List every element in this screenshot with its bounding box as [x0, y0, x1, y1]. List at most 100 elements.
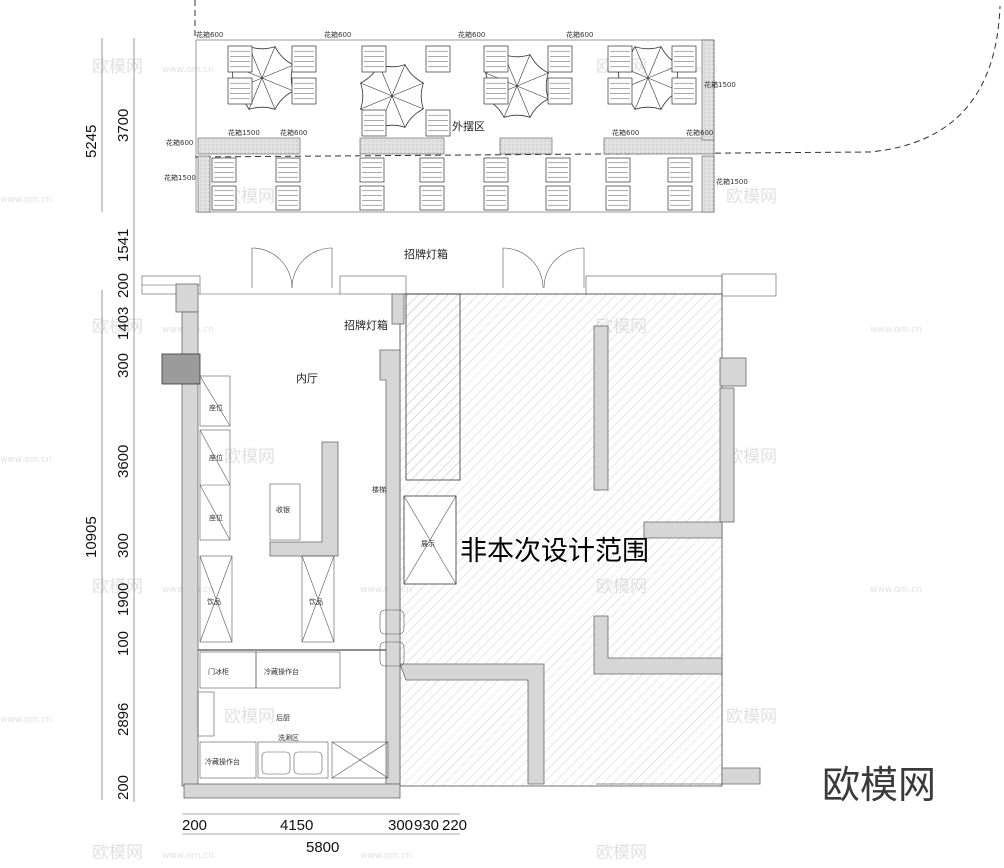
watermark: 欧模网 — [92, 843, 143, 863]
chair-icon — [425, 45, 451, 73]
watermark-url: www.om.cn — [870, 325, 922, 335]
outdoor-chairs — [211, 45, 697, 211]
watermark-url: www.om.cn — [0, 715, 52, 725]
stairs-label: 楼梯 — [372, 485, 386, 494]
watermark: 欧模网 — [726, 187, 777, 207]
planter-label: 花箱600 — [612, 128, 639, 137]
chair-icon — [545, 157, 571, 183]
chair-icon — [671, 77, 697, 105]
drinks-left-label: 饮品 — [207, 597, 221, 606]
dim-left-inner: 3600 — [115, 445, 132, 478]
dim-left-inner: 1541 — [115, 229, 132, 262]
planter-label: 花箱600 — [280, 128, 307, 137]
dim-left-outer: 10905 — [83, 516, 100, 558]
dim-left-inner: 2896 — [115, 703, 132, 736]
dim-left-inner: 200 — [115, 775, 132, 800]
non-design-area-label: 非本次设计范围 — [460, 536, 649, 567]
chair-icon — [227, 45, 253, 73]
cashier-label: 收银 — [276, 505, 290, 514]
chair-icon — [483, 185, 509, 211]
planter-label: 花箱600 — [166, 138, 193, 147]
chair-icon — [605, 185, 631, 211]
watermark: 欧模网 — [596, 843, 647, 863]
display-label: 展示 — [421, 540, 435, 548]
chair-icon — [545, 185, 571, 211]
watermark: 欧模网 — [726, 447, 777, 467]
chair-icon — [227, 77, 253, 105]
chair-icon — [211, 157, 237, 183]
dim-bottom: 200 — [182, 817, 207, 834]
logo: 欧模网 — [822, 763, 936, 807]
chair-icon — [359, 185, 385, 211]
watermark-url: www.om.cn — [870, 585, 922, 595]
dimension-lines — [101, 38, 460, 835]
chair-icon — [605, 157, 631, 183]
chair-icon — [483, 45, 509, 73]
non-design-area — [399, 293, 761, 787]
watermark-url: www.om.cn — [360, 851, 412, 861]
chair-icon — [419, 185, 445, 211]
dim-bottom: 220 — [442, 817, 467, 834]
planter-label: 花箱600 — [686, 128, 713, 137]
dim-left-inner: 3700 — [115, 109, 132, 142]
watermark: 欧模网 — [92, 317, 143, 337]
sign-box-label-top: 招牌灯箱 — [404, 247, 448, 261]
dim-left-inner: 1900 — [115, 583, 132, 616]
chair-icon — [425, 109, 451, 137]
chair-icon — [359, 157, 385, 183]
sign-box-label-inner: 招牌灯箱 — [344, 318, 388, 332]
drinks-right-label: 饮品 — [309, 597, 323, 606]
chair-icon — [291, 45, 317, 73]
property-boundary — [194, 5, 1001, 158]
outdoor-area-label: 外摆区 — [452, 119, 485, 133]
dim-left-inner: 300 — [115, 353, 132, 378]
interior-walls — [161, 283, 405, 799]
dim-left-inner: 200 — [115, 273, 132, 298]
planter-label: 花箱1500 — [716, 177, 748, 186]
dim-left-inner: 100 — [115, 631, 132, 656]
watermark: 欧模网 — [224, 187, 275, 207]
planter-label: 花箱600 — [196, 30, 223, 39]
planter-label: 花箱1500 — [164, 173, 196, 182]
chair-icon — [667, 157, 693, 183]
dim-left-outer: 5245 — [83, 125, 100, 158]
back-kitchen-label: 后厨 — [276, 713, 290, 722]
outdoor-area — [195, 39, 715, 213]
watermark-url: www.om.cn — [0, 195, 52, 205]
chair-icon — [211, 185, 237, 211]
chair-icon — [275, 157, 301, 183]
seat-label: 座位 — [209, 403, 223, 412]
inner-hall-label: 内厅 — [296, 371, 318, 385]
chair-icon — [361, 109, 387, 137]
cold-station-bottom-label: 冷藏操作台 — [205, 757, 240, 766]
chair-icon — [547, 77, 573, 105]
watermark: 欧模网 — [224, 707, 275, 727]
chair-icon — [607, 45, 633, 73]
seat-label: 座位 — [209, 513, 223, 522]
planter-label: 花箱600 — [324, 30, 351, 39]
chair-icon — [671, 45, 697, 73]
planter-label: 花箱1500 — [228, 128, 260, 137]
watermark: 欧模网 — [92, 57, 143, 77]
cold-station-label: 冷藏操作台 — [264, 667, 299, 676]
watermark: 欧模网 — [224, 447, 275, 467]
dimension-labels: 5245 10905 3700 1541 200 1403 300 3600 3… — [83, 109, 467, 856]
watermark: 欧模网 — [726, 707, 777, 727]
watermark: 欧模网 — [92, 577, 143, 597]
facade — [141, 247, 777, 297]
chair-icon — [483, 77, 509, 105]
washing-area-label: 洗涮区 — [278, 733, 299, 742]
dim-bottom: 300 — [388, 817, 413, 834]
planter-label: 花箱1500 — [704, 80, 736, 89]
chair-icon — [547, 45, 573, 73]
seat-label: 座位 — [209, 453, 223, 462]
dim-bottom: 4150 — [280, 817, 313, 834]
chair-icon — [361, 45, 387, 73]
dim-left-inner: 1403 — [115, 307, 132, 340]
planter-labels: 花箱600 花箱600 花箱600 花箱600 花箱1500 花箱600 花箱1… — [164, 30, 748, 186]
interior-fixtures — [197, 375, 405, 779]
chair-icon — [483, 157, 509, 183]
chair-icon — [275, 185, 301, 211]
dim-left-inner: 300 — [115, 533, 132, 558]
